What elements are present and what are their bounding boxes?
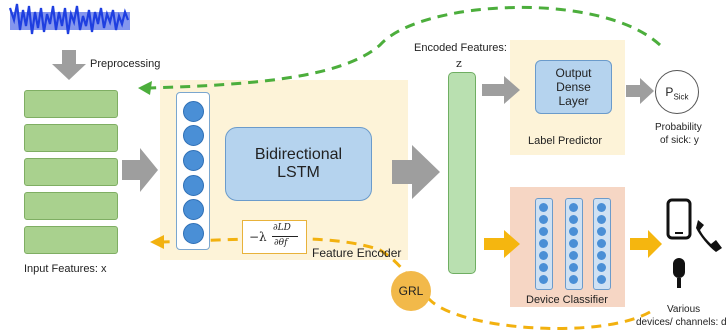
label-feedback-arrowhead (138, 81, 152, 95)
device-node (539, 275, 548, 284)
input-features-label: Input Features: x (24, 263, 107, 275)
input-feature-bar (24, 192, 118, 220)
lstm-node (183, 199, 204, 220)
bidirectional-label: Bidirectional (254, 146, 343, 163)
device-node (539, 239, 548, 248)
device-node-column (535, 198, 553, 290)
grl-node: GRL (391, 271, 431, 311)
device-node (597, 227, 606, 236)
device-node (539, 203, 548, 212)
audio-waveform-icon (8, 3, 130, 35)
device-node (539, 227, 548, 236)
telephone-handset-icon (696, 220, 722, 252)
bidirectional-lstm-block: Bidirectional LSTM (225, 127, 372, 201)
device-node (597, 203, 606, 212)
feature-encoder-label: Feature Encoder (312, 246, 402, 260)
device-node (569, 239, 578, 248)
device-node (597, 251, 606, 260)
probability-label-1: Probability (655, 122, 702, 133)
output-to-psick-arrow (626, 78, 654, 104)
gradient-reversal-formula: −λ ∂LD ∂θf (242, 220, 307, 254)
input-to-encoder-arrow (122, 148, 158, 192)
input-feature-bar (24, 158, 118, 186)
lstm-node (183, 101, 204, 122)
dense-label: Dense (556, 80, 591, 94)
probability-label-2: of sick: y (660, 135, 699, 146)
lstm-node-column (176, 92, 210, 250)
device-node-column (593, 198, 611, 290)
device-node (539, 215, 548, 224)
formula-fraction-bar (272, 236, 298, 237)
encoded-features-label: Encoded Features: (414, 42, 507, 54)
lstm-node (183, 150, 204, 171)
lstm-label: LSTM (277, 164, 320, 181)
encoder-to-encoded-arrow (392, 145, 440, 199)
input-feature-bar (24, 124, 118, 152)
formula-numerator: ∂LD (273, 223, 291, 233)
device-node (569, 203, 578, 212)
lstm-node (183, 125, 204, 146)
device-node (597, 263, 606, 272)
grl-feedback-arrowhead (150, 235, 164, 249)
probability-sick-node: PSick (655, 70, 699, 114)
lstm-node (183, 175, 204, 196)
encoded-to-label-arrow (482, 76, 520, 104)
psick-subscript: Sick (673, 92, 689, 102)
device-node (569, 215, 578, 224)
psick-label: P (665, 85, 674, 99)
device-node-column (565, 198, 583, 290)
device-classifier-label: Device Classifier (526, 294, 608, 306)
various-label-1: Various (667, 304, 701, 315)
device-node (569, 251, 578, 260)
label-feedback-path (149, 6, 662, 90)
encoded-to-device-arrow (484, 230, 520, 258)
formula-lambda: −λ (249, 230, 267, 244)
encoded-variable-label: z (456, 57, 462, 70)
various-label-2: devices/ channels: d (636, 317, 727, 328)
device-node (597, 215, 606, 224)
layer-label: Layer (558, 94, 589, 108)
output-dense-layer: Output Dense Layer (535, 60, 612, 114)
device-node (569, 263, 578, 272)
microphone-icon (673, 258, 685, 288)
device-node (597, 275, 606, 284)
input-feature-bar (24, 226, 118, 254)
device-node (539, 251, 548, 260)
input-feature-bar (24, 90, 118, 118)
label-predictor-label: Label Predictor (528, 135, 602, 147)
device-node (597, 239, 606, 248)
device-node (539, 263, 548, 272)
device-node (569, 227, 578, 236)
output-label: Output (555, 66, 592, 80)
encoded-features-bar (448, 72, 476, 274)
formula-denominator: ∂θf (274, 238, 288, 248)
device-node (569, 275, 578, 284)
preprocessing-arrow (52, 50, 86, 80)
smartphone-icon (666, 198, 692, 240)
preprocessing-label: Preprocessing (90, 58, 161, 70)
device-to-devices-arrow (630, 230, 662, 258)
lstm-node (183, 223, 204, 244)
